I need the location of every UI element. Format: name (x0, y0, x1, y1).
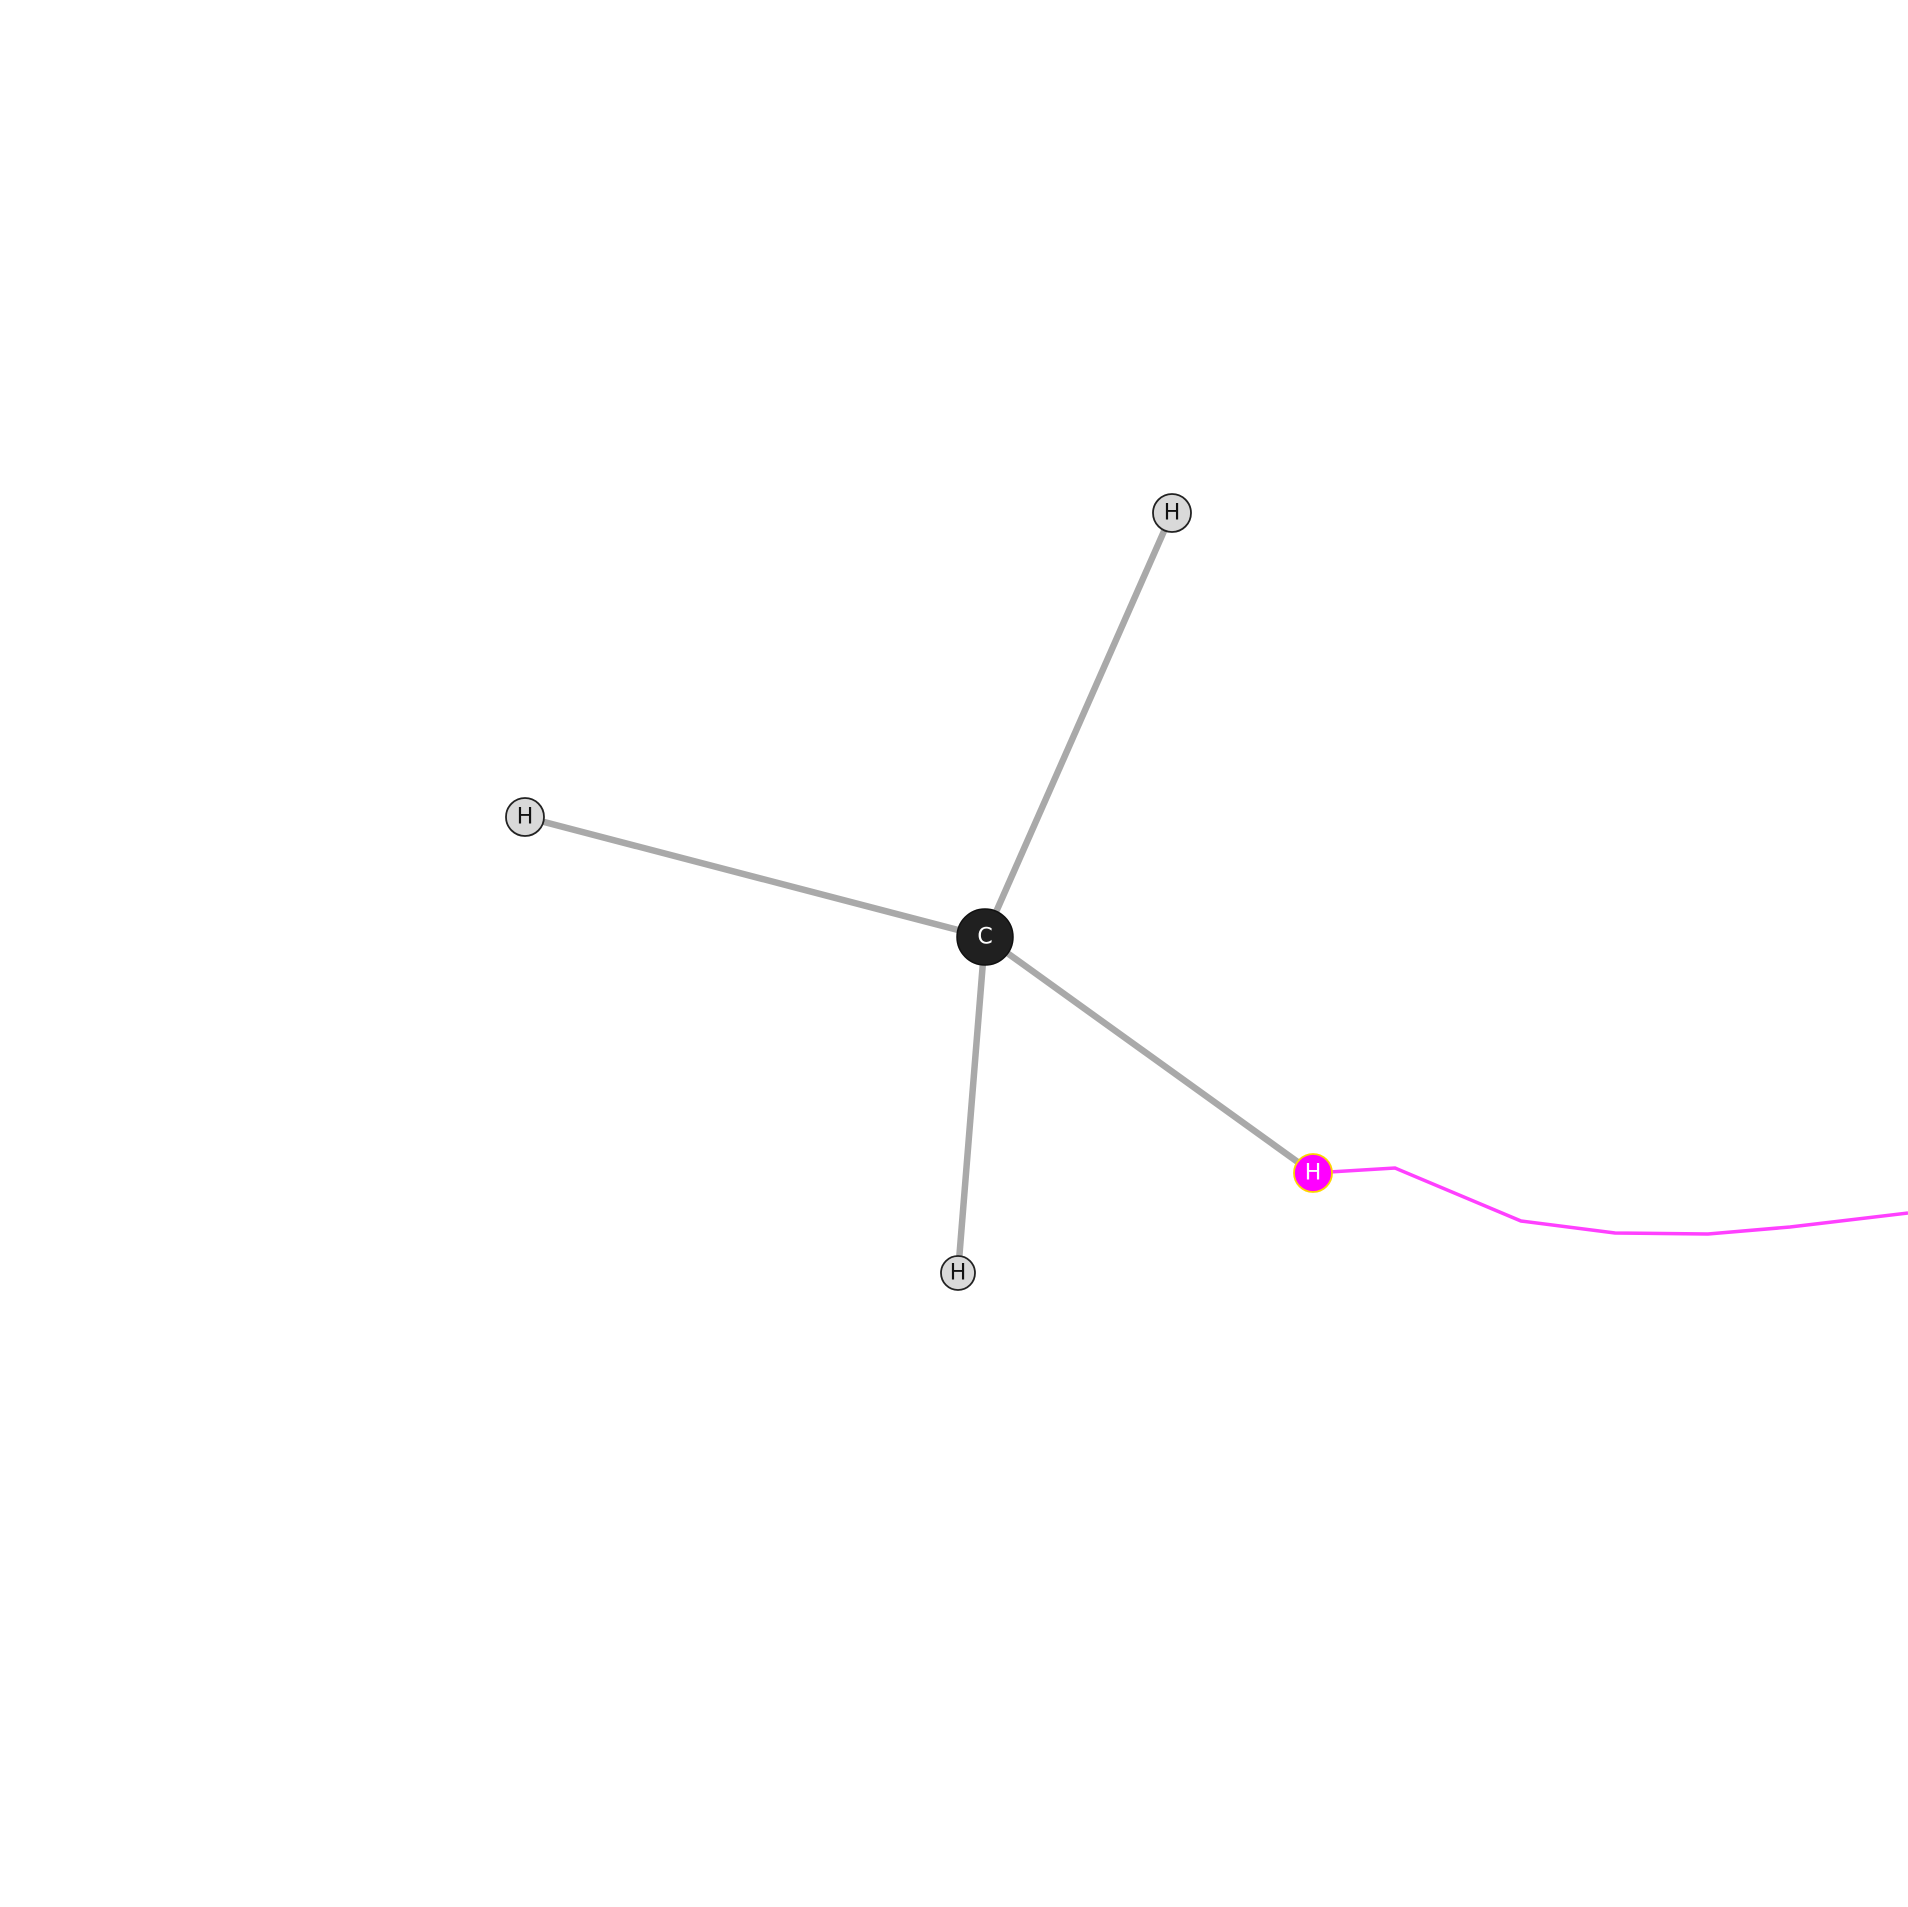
highlighted-hydrogen-atom-node (1293, 1153, 1333, 1193)
hydrogen-atom-node (1152, 493, 1192, 533)
bond-c1-h4 (983, 934, 1315, 1176)
atom-label-h4: H (1305, 1161, 1322, 1186)
atom-h2: H (505, 797, 545, 837)
hydrogen-atom-node (940, 1255, 976, 1291)
bond-c1-h1 (982, 511, 1175, 939)
bond-c1-h2 (524, 813, 986, 941)
atom-h4: H (1293, 1153, 1333, 1193)
atom-label-h1: H (1164, 501, 1181, 526)
atom-label-h2: H (517, 805, 534, 830)
atom-label-h3: H (950, 1261, 967, 1286)
bond-c1-h3 (954, 936, 989, 1274)
atom-label-c1: C (977, 925, 992, 950)
atom-h1: H (1152, 493, 1192, 533)
bonds (524, 511, 1315, 1274)
carbon-atom-node (956, 908, 1014, 966)
atom-c1: C (956, 908, 1014, 966)
atom-h3: H (940, 1255, 976, 1291)
trajectory-path (1312, 1166, 1908, 1236)
hydrogen-atom-node (505, 797, 545, 837)
